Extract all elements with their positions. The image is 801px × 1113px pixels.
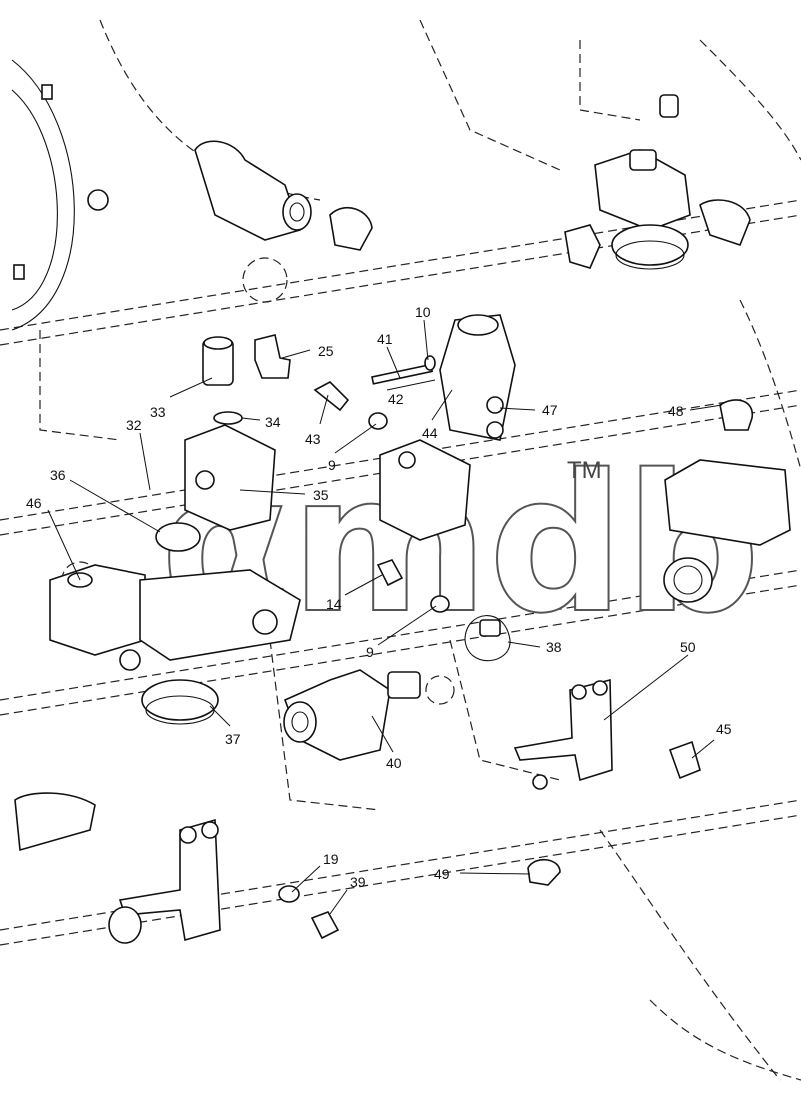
callout-9-upper: 9 [328,457,336,473]
callout-9-lower: 9 [366,644,374,660]
bolts-and-clamp-middle [376,559,511,662]
valve-40 [283,669,421,761]
callout-10: 10 [415,304,431,320]
right-valve-block [663,399,791,603]
callout-38: 38 [546,639,562,655]
callout-37: 37 [225,731,241,747]
callout-34: 34 [265,414,281,430]
callout-32: 32 [126,417,142,433]
callout-47: 47 [542,402,558,418]
callout-35: 35 [313,487,329,503]
callout-42: 42 [388,391,404,407]
callout-labels: 10 41 25 42 33 47 34 48 32 43 44 9 36 35… [26,304,732,890]
callout-44: 44 [422,425,438,441]
callout-40: 40 [386,755,402,771]
callout-14: 14 [326,596,342,612]
bottom-left-bracket [14,792,340,944]
callout-50: 50 [680,639,696,655]
left-valve-assembly [49,522,301,725]
callout-19: 19 [323,851,339,867]
top-valve-assembly [87,140,373,251]
callout-39: 39 [350,874,366,890]
callout-46: 46 [26,495,42,511]
callout-33: 33 [150,404,166,420]
sensor-and-elbow-fittings [202,334,291,425]
bolts-and-washers-upper [313,355,436,430]
callout-41: 41 [377,331,393,347]
callout-48: 48 [668,403,684,419]
wheel-drum [11,59,75,331]
callout-45: 45 [716,721,732,737]
callout-49: 49 [434,866,450,882]
top-right-relay-valve [564,94,751,270]
callout-36: 36 [50,467,66,483]
mounting-blocks [184,424,471,541]
callout-43: 43 [305,431,321,447]
leader-lines [47,319,723,915]
valve-cluster-47 [439,314,516,441]
bracket-50 [513,678,701,886]
callout-25: 25 [318,343,334,359]
trademark-mark: TM [567,457,602,484]
